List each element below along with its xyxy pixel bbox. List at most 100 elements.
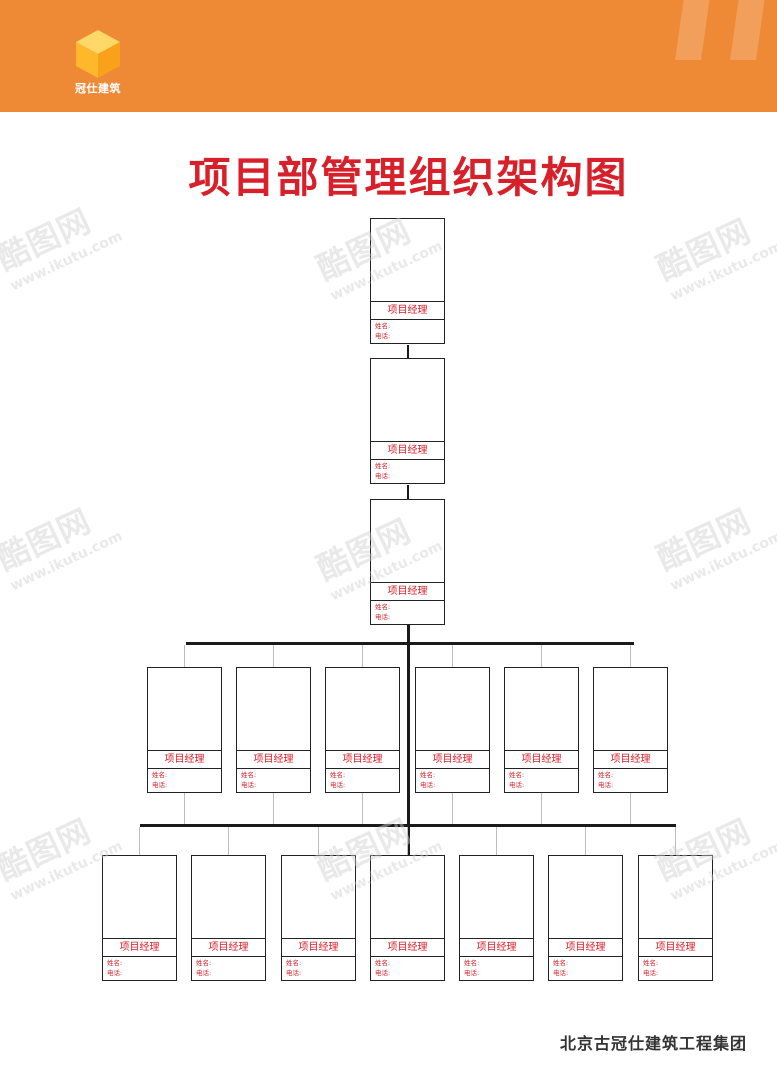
connector-vertical xyxy=(407,485,409,500)
org-card-level5-7: 项目经理姓名:电话: xyxy=(638,855,713,981)
photo-placeholder xyxy=(326,668,399,750)
phone-label: 电话: xyxy=(420,781,436,789)
phone-label: 电话: xyxy=(286,969,302,977)
name-label: 姓名: xyxy=(598,771,614,779)
brand-logo: 冠仕建筑 xyxy=(70,24,126,100)
photo-placeholder xyxy=(148,668,221,750)
connector-tick xyxy=(496,827,497,855)
name-label: 姓名: xyxy=(375,462,391,470)
role-label: 项目经理 xyxy=(639,938,712,957)
name-label: 姓名: xyxy=(241,771,257,779)
phone-label: 电话: xyxy=(196,969,212,977)
header-banner: 冠仕建筑 xyxy=(0,0,777,112)
role-label: 项目经理 xyxy=(594,750,667,769)
role-label: 项目经理 xyxy=(103,938,176,957)
photo-placeholder xyxy=(371,359,444,441)
connector-tick xyxy=(630,645,631,667)
name-label: 姓名: xyxy=(375,322,391,330)
org-card-level5-6: 项目经理姓名:电话: xyxy=(548,855,623,981)
connector-tick xyxy=(407,827,408,855)
page-title: 项目部管理组织架构图 xyxy=(188,153,629,202)
name-label: 姓名: xyxy=(420,771,436,779)
role-label: 项目经理 xyxy=(371,582,444,601)
connector-tick xyxy=(541,793,542,824)
connector-tick xyxy=(541,645,542,667)
phone-label: 电话: xyxy=(598,781,614,789)
photo-placeholder xyxy=(282,856,355,938)
name-label: 姓名: xyxy=(375,959,391,967)
watermark-url: www.ikutu.com xyxy=(667,528,777,595)
phone-label: 电话: xyxy=(375,969,391,977)
phone-label: 电话: xyxy=(643,969,659,977)
org-card-level5-1: 项目经理姓名: 电话: xyxy=(102,855,177,981)
role-label: 项目经理 xyxy=(371,301,444,320)
phone-label: 电话: xyxy=(152,781,168,789)
org-card-level4-3: 项目经理姓名:电话: xyxy=(325,667,400,793)
photo-placeholder xyxy=(549,856,622,938)
role-label: 项目经理 xyxy=(326,750,399,769)
role-label: 项目经理 xyxy=(192,938,265,957)
cube-logo-icon xyxy=(76,30,120,78)
connector-tick xyxy=(362,645,363,667)
org-card-level4-4: 项目经理姓名: 电话: xyxy=(415,667,490,793)
connector-tick xyxy=(228,827,229,855)
photo-placeholder xyxy=(416,668,489,750)
org-card-level5-4: 项目经理姓名: 电话: xyxy=(370,855,445,981)
role-label: 项目经理 xyxy=(237,750,310,769)
photo-placeholder xyxy=(237,668,310,750)
brand-name: 冠仕建筑 xyxy=(75,82,121,95)
connector-tick xyxy=(362,793,363,824)
photo-placeholder xyxy=(639,856,712,938)
branch-line-level4 xyxy=(186,642,634,645)
connector-tick xyxy=(675,827,676,855)
trunk-line xyxy=(407,625,410,980)
connector-tick xyxy=(184,793,185,824)
org-card-level4-2: 项目经理姓名: 电话: xyxy=(236,667,311,793)
connector-tick xyxy=(452,645,453,667)
role-label: 项目经理 xyxy=(282,938,355,957)
org-card-level5-2: 项目经理姓名: 电话: xyxy=(191,855,266,981)
phone-label: 电话: xyxy=(330,781,346,789)
connector-tick xyxy=(273,645,274,667)
phone-label: 电话: xyxy=(375,472,391,480)
name-label: 姓名: xyxy=(286,959,302,967)
photo-placeholder xyxy=(371,500,444,582)
phone-label: 电话: xyxy=(553,969,569,977)
role-label: 项目经理 xyxy=(148,750,221,769)
watermark-logo: 酷图网 xyxy=(651,501,757,578)
photo-placeholder xyxy=(505,668,578,750)
photo-placeholder xyxy=(594,668,667,750)
org-card-level4-6: 项目经理姓名: 电话: xyxy=(593,667,668,793)
watermark-url: www.ikutu.com xyxy=(7,228,126,295)
connector-tick xyxy=(184,645,185,667)
org-card-level5-3: 项目经理姓名: 电话: xyxy=(281,855,356,981)
role-label: 项目经理 xyxy=(371,938,444,957)
photo-placeholder xyxy=(371,856,444,938)
connector-tick xyxy=(318,827,319,855)
name-label: 姓名: xyxy=(375,603,391,611)
role-label: 项目经理 xyxy=(460,938,533,957)
connector-tick xyxy=(273,793,274,824)
name-label: 姓名: xyxy=(107,959,123,967)
phone-label: 电话: xyxy=(375,332,391,340)
connector-tick xyxy=(585,827,586,855)
photo-placeholder xyxy=(103,856,176,938)
org-card-level3-1: 项目经理姓名:电话: xyxy=(370,499,445,625)
org-card-level4-1: 项目经理姓名: 电话: xyxy=(147,667,222,793)
photo-placeholder xyxy=(371,219,444,301)
watermark-logo: 酷图网 xyxy=(0,501,97,578)
phone-label: 电话: xyxy=(509,781,525,789)
name-label: 姓名: xyxy=(196,959,212,967)
branch-line-level5 xyxy=(140,824,676,827)
phone-label: 电话: xyxy=(107,969,123,977)
company-footer: 北京古冠仕建筑工程集团 xyxy=(559,1034,747,1053)
header-decor-stripe xyxy=(730,0,766,60)
connector-vertical xyxy=(407,345,409,358)
name-label: 姓名: xyxy=(152,771,168,779)
phone-label: 电话: xyxy=(241,781,257,789)
role-label: 项目经理 xyxy=(416,750,489,769)
name-label: 姓名: xyxy=(509,771,525,779)
role-label: 项目经理 xyxy=(505,750,578,769)
header-decor-stripe xyxy=(675,0,711,60)
